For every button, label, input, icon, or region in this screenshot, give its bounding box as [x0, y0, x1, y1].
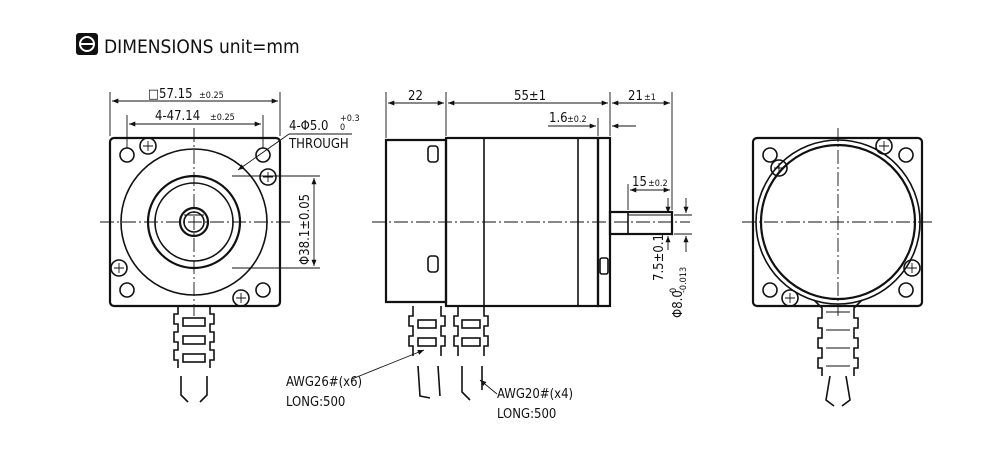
- body-length-label: 55±1: [514, 89, 546, 104]
- power-cable-length: LONG:500: [497, 407, 556, 422]
- flat-length-tol: ±0.2: [648, 179, 668, 189]
- shaft-diameter-label: Φ8.0: [671, 290, 686, 318]
- screw-icon: [110, 137, 277, 307]
- mount-hole-icon: [762, 147, 914, 298]
- flat-depth-label: 7.5±0.1: [652, 234, 667, 281]
- signal-cable-label: AWG26#(x6): [286, 375, 362, 390]
- shaft-length-label: 21: [628, 89, 643, 104]
- signal-cable-length: LONG:500: [286, 395, 345, 410]
- hole-spacing-tol: ±0.25: [210, 113, 235, 123]
- rear-length-label: 22: [408, 89, 423, 104]
- flange-thickness-tol: ±0.2: [567, 115, 587, 125]
- flange-width-label: □57.15: [148, 87, 193, 102]
- hole-spacing-label: 4-47.14: [155, 109, 200, 124]
- shaft-diameter-tol-lower: -0.013: [679, 267, 689, 293]
- front-view: □57.15 ±0.25 4-47.14 ±0.25 4-Φ5.0 +0.3 0…: [100, 87, 360, 403]
- pilot-diameter-label: Φ38.1±0.05: [298, 194, 313, 265]
- mount-holes-tol-lower: 0: [340, 123, 345, 133]
- flat-length-label: 15: [632, 175, 647, 190]
- flange-thickness-label: 1.6: [549, 111, 568, 126]
- mount-holes-label: 4-Φ5.0: [289, 119, 328, 134]
- rear-view: [742, 128, 934, 407]
- cable-callouts: AWG26#(x6) LONG:500 AWG20#(x4) LONG:500: [286, 349, 573, 422]
- flange-width-tol: ±0.25: [199, 91, 224, 101]
- mount-holes-note: THROUGH: [288, 137, 349, 152]
- side-view: 22 55±1 21 ±1 1.6 ±0.2 15 ±0.2 7.5±0.1 Φ…: [372, 89, 692, 401]
- shaft-diameter-tol-upper: 0: [669, 288, 679, 293]
- mount-holes-tol-upper: +0.3: [340, 114, 360, 124]
- dimension-logo-icon: [76, 33, 98, 55]
- power-cable-label: AWG20#(x4): [497, 387, 573, 402]
- page-title: DIMENSIONS unit=mm: [104, 36, 300, 58]
- shaft-length-tol: ±1: [644, 93, 656, 103]
